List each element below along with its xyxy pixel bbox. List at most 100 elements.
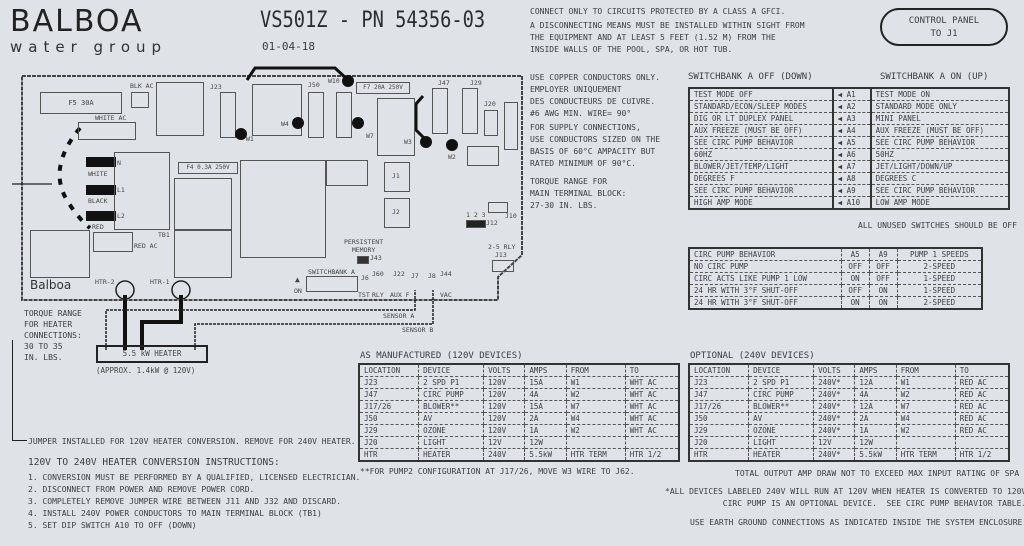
table-cell: HTR (358, 448, 420, 462)
j12-label: J12 (486, 219, 498, 227)
switch-label: A6 (846, 150, 856, 159)
wire-w4-point (292, 117, 304, 129)
j7-label: J7 (411, 272, 419, 280)
optional-title: OPTIONAL (240V DEVICES) (690, 351, 815, 361)
switchbank-off-title: SWITCHBANK A OFF (DOWN) (688, 72, 813, 82)
w3-label: W3 (404, 138, 412, 146)
conversion-step: 5. SET DIP SWITCH A10 TO OFF (DOWN) (28, 521, 197, 530)
red-ac-label: RED AC (134, 242, 158, 250)
balboa-mark: Balboa (30, 278, 72, 292)
switch-label: A8 (846, 174, 856, 183)
wire-w3-point (420, 136, 432, 148)
table-cell: 2-SPEED (896, 296, 983, 310)
table-cell (954, 436, 1010, 449)
j13-label: J13 (495, 251, 507, 259)
copper-note: USE COPPER CONDUCTORS ONLY. EMPLOYER UNI… (530, 73, 661, 118)
conversion-step: 2. DISCONNECT FROM POWER AND REMOVE POWE… (28, 485, 255, 494)
j44-label: J44 (440, 270, 452, 278)
disconnect-note: A DISCONNECTING MEANS MUST BE INSTALLED … (530, 21, 805, 54)
table-cell: 5.5kW (524, 448, 567, 462)
table-cell: HTR TERM (895, 448, 956, 462)
connector-j12 (466, 220, 486, 228)
arrow-left-icon: ◀ (837, 174, 847, 183)
switch-id: ◀ A4 (831, 124, 872, 137)
unused-switches-note: ALL UNUSED SWITCHES SHOULD BE OFF (858, 221, 1017, 230)
arrow-left-icon: ◀ (837, 102, 847, 111)
htr2-label: HTR-2 (95, 278, 115, 286)
arrow-left-icon: ◀ (837, 150, 847, 159)
fuse-f1 (504, 102, 518, 150)
table-cell: 5.5kW (854, 448, 897, 462)
relay-k5 (467, 146, 499, 166)
as-manufactured-title: AS MANUFACTURED (120V DEVICES) (360, 351, 523, 361)
switch-label: A2 (846, 102, 856, 111)
relay-k3 (174, 178, 232, 230)
j29-label: J29 (470, 79, 482, 87)
relay-k8 (377, 98, 415, 156)
arrow-left-icon: ◀ (837, 186, 847, 195)
j22-label: J22 (393, 270, 405, 278)
connector-j1 (384, 162, 410, 192)
rly-label: RLY (372, 291, 384, 299)
j50-label: J50 (308, 81, 320, 89)
table-cell: HTR 1/2 (954, 448, 1010, 462)
terminal-n-wire (86, 157, 116, 167)
dip-switchbank-a (306, 276, 358, 292)
relay-k2 (174, 230, 232, 278)
j10-label: J10 (505, 212, 517, 220)
table-cell: 12W (854, 436, 897, 449)
sensor-a-label: SENSOR A (383, 312, 415, 320)
column-header: A9 (868, 247, 898, 261)
white-ac-terminal (78, 122, 136, 140)
j12-pins: 1 2 3 (466, 211, 486, 219)
connector-j10 (488, 202, 508, 213)
table-cell: ON (868, 284, 898, 297)
table-cell: HTR (688, 448, 750, 462)
total-amp-note: TOTAL OUTPUT AMP DRAW NOT TO EXCEED MAX … (735, 469, 1020, 478)
switchbank-a-label: SWITCHBANK A (308, 268, 355, 276)
connector-j29-ozone (462, 88, 478, 134)
wire-w7-point (352, 117, 364, 129)
conversion-step: 4. INSTALL 240V POWER CONDUCTORS TO MAIN… (28, 509, 322, 518)
j47-label: J47 (438, 79, 450, 87)
htr1-label: HTR-1 (150, 278, 170, 286)
heater-torque-note: TORQUE RANGE FOR HEATER CONNECTIONS: 30 … (24, 309, 82, 362)
torque-note: TORQUE RANGE FOR MAIN TERMINAL BLOCK: 27… (530, 177, 627, 210)
transformer-t1 (240, 160, 326, 258)
switch-label: A4 (846, 126, 856, 135)
conversion-step: 3. COMPLETELY REMOVE JUMPER WIRE BETWEEN… (28, 497, 342, 506)
rly-25-label: 2-5 RLY (488, 243, 516, 251)
wire-red-label: RED (92, 223, 104, 231)
arrow-left-icon: ◀ (837, 138, 847, 147)
connector-j50-av (308, 92, 324, 138)
arrow-left-icon: ◀ (837, 126, 847, 135)
gfci-note: CONNECT ONLY TO CIRCUITS PROTECTED BY A … (530, 7, 786, 16)
devices-note: *ALL DEVICES LABELED 240V WILL RUN AT 12… (665, 487, 1024, 508)
w4-label: W4 (281, 120, 289, 128)
table-cell (895, 436, 956, 449)
connector-j47-circ (432, 88, 448, 134)
arrow-left-icon: ◀ (837, 162, 847, 171)
terminal-l2-wire (86, 211, 116, 221)
switch-on-function: LOW AMP MODE (870, 196, 1010, 210)
wire-w2-point (446, 139, 458, 151)
conversion-title: 120V TO 240V HEATER CONVERSION INSTRUCTI… (28, 457, 280, 468)
j20-label: J20 (484, 100, 496, 108)
table-cell (565, 436, 626, 449)
j6-label: J6 (361, 274, 369, 282)
j1-label: J1 (392, 172, 400, 180)
on-label: ON (294, 287, 302, 295)
connector-j13 (492, 260, 514, 272)
